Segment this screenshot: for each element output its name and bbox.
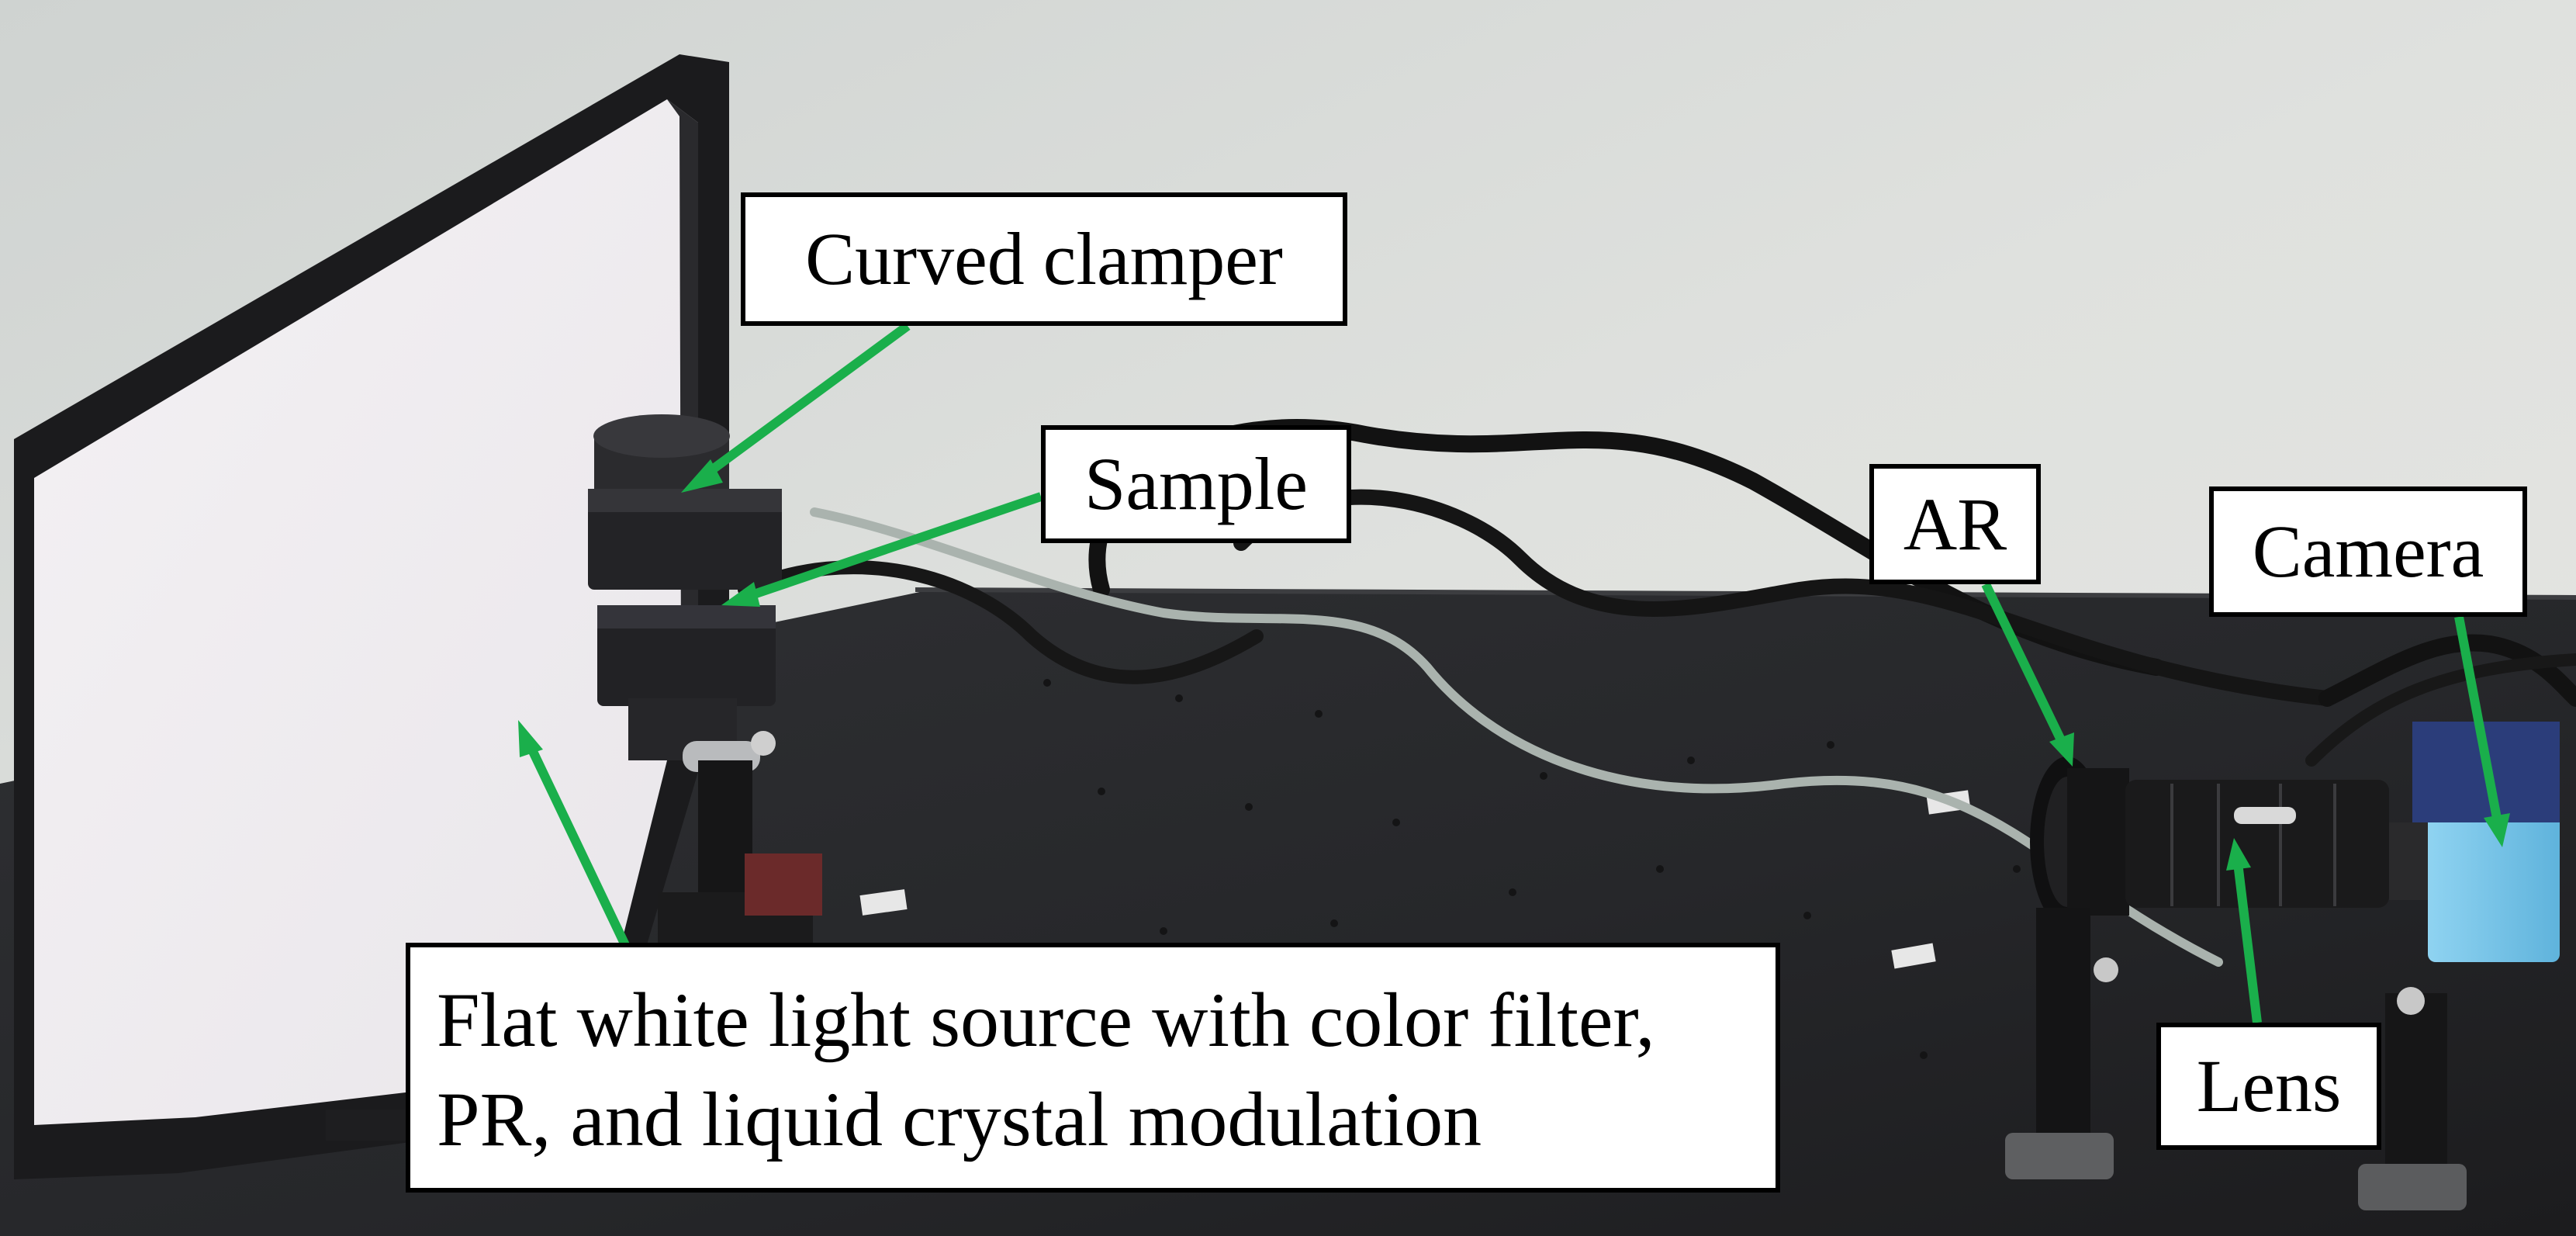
lens-label: Lens [2156, 1023, 2381, 1150]
arrow-sample [743, 492, 1043, 602]
monitor [14, 54, 729, 1179]
arrow-ar [1981, 582, 2068, 747]
table-holes [1043, 679, 2021, 1059]
flat-light-source-line-2: PR, and liquid crystal modulation [437, 1076, 1482, 1162]
curved-clamper-label: Curved clamper [741, 192, 1347, 326]
flat-light-source-label: Flat white light source with color filte… [406, 943, 1780, 1193]
camera-label: Camera [2209, 486, 2527, 617]
sample-label: Sample [1041, 425, 1351, 543]
flat-light-source-line-1: Flat white light source with color filte… [437, 977, 1655, 1063]
camera-assembly [2005, 722, 2560, 1210]
callout-arrows [518, 322, 2510, 1023]
arrow-camera [2454, 615, 2502, 824]
arrow-curved-clamper [699, 322, 911, 481]
arrow-lens [2233, 862, 2262, 1023]
ar-label: AR [1869, 464, 2041, 584]
sample-holder [588, 414, 822, 947]
arrow-flat-source [525, 743, 630, 947]
